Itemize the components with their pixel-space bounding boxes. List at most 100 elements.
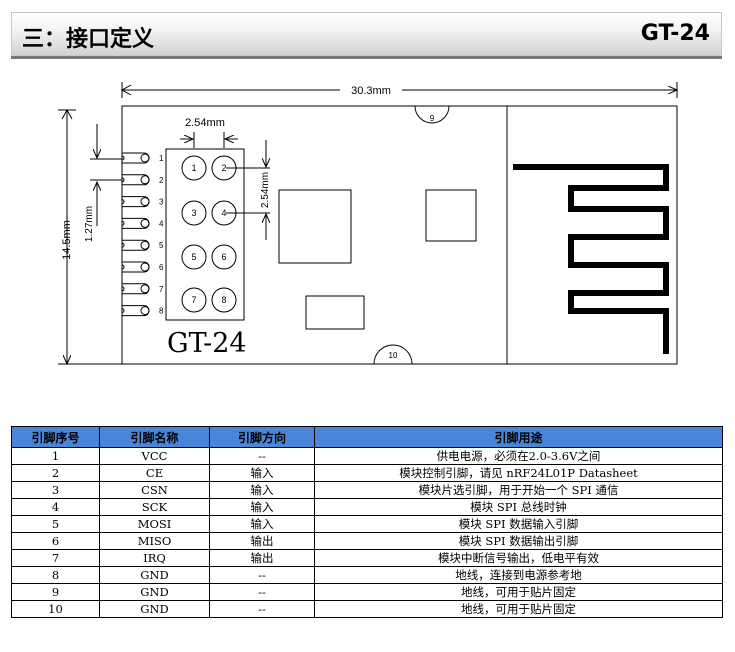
title-underline	[11, 56, 722, 59]
edge-pad-via	[140, 153, 150, 163]
module-outline	[121, 105, 678, 365]
board-label: GT-24	[167, 328, 247, 359]
pin-header-outline	[165, 148, 245, 321]
header-pin	[211, 155, 237, 181]
pin-direction-cell: --	[209, 600, 315, 618]
pin-direction-cell: 输入	[209, 464, 315, 482]
edge-castellations: 1 2 3 4 5 6 7 8	[121, 152, 164, 317]
col-header-direction: 引脚方向	[209, 426, 315, 448]
pin-direction-cell: --	[209, 583, 315, 601]
edge-pad-via	[140, 284, 150, 294]
header-pin	[211, 287, 237, 313]
edge-pin-label: 6	[159, 263, 164, 272]
pin-name-cell: MOSI	[99, 515, 210, 533]
pin-usage-cell: 模块 SPI 数据输入引脚	[314, 515, 723, 533]
edge-pad-via	[140, 197, 150, 207]
header-pin	[211, 200, 237, 226]
header-pin-label: 7	[191, 295, 196, 305]
pin-number-cell: 6	[11, 532, 100, 550]
pin-name-cell: GND	[99, 600, 210, 618]
edge-pin-label: 1	[159, 154, 164, 163]
header-pin-label: 2	[221, 163, 226, 173]
pin-usage-cell: 地线，可用于贴片固定	[314, 600, 723, 618]
pin-usage-cell: 模块片选引脚，用于开始一个 SPI 通信	[314, 481, 723, 499]
chip-regulator	[305, 295, 365, 330]
header-pin-label: 6	[221, 252, 226, 262]
pin-number-cell: 4	[11, 498, 100, 516]
header-pin-label: 4	[221, 208, 226, 218]
pin-name-cell: SCK	[99, 498, 210, 516]
pin-usage-cell: 模块 SPI 总线时钟	[314, 498, 723, 516]
pin-direction-cell: 输出	[209, 532, 315, 550]
pin-usage-cell: 地线，可用于贴片固定	[314, 583, 723, 601]
pin-number-cell: 5	[11, 515, 100, 533]
edge-pad-notch	[121, 155, 125, 161]
col-header-number: 引脚序号	[11, 426, 100, 448]
pin-usage-cell: 模块中断信号输出，低电平有效	[314, 549, 723, 567]
pin-name-cell: CE	[99, 464, 210, 482]
mount-hole-9	[414, 105, 450, 124]
pin-usage-cell: 模块 SPI 数据输出引脚	[314, 532, 723, 550]
header-pin	[181, 200, 207, 226]
header-pitch-label-v: 2.54mm	[260, 172, 271, 208]
pin-direction-cell: 输入	[209, 481, 315, 499]
pin-direction-cell: --	[209, 566, 315, 584]
chip-main	[278, 189, 352, 264]
edge-pad-via	[140, 240, 150, 250]
section-title: 三：接口定义	[22, 27, 155, 52]
edge-pad-notch	[121, 286, 125, 292]
pcb-antenna	[513, 164, 669, 354]
mount-hole-10	[373, 344, 413, 365]
pin-usage-cell: 模块控制引脚，请见 nRF24L01P Datasheet	[314, 464, 723, 482]
header-pin	[181, 155, 207, 181]
header-pin	[181, 287, 207, 313]
pin-name-cell: MISO	[99, 532, 210, 550]
header-pin-label: 3	[191, 208, 196, 218]
pin-name-cell: IRQ	[99, 549, 210, 567]
hole-label-9: 9	[430, 114, 435, 123]
pin-usage-cell: 地线，连接到电源参考地	[314, 566, 723, 584]
pin-name-cell: GND	[99, 583, 210, 601]
col-header-name: 引脚名称	[99, 426, 210, 448]
edge-pad-notch	[121, 220, 125, 226]
edge-pad-via	[140, 218, 150, 228]
edge-pad-notch	[121, 242, 125, 248]
header-pin-label: 8	[221, 295, 226, 305]
header-pin	[181, 244, 207, 270]
pin-usage-cell: 供电电源，必须在2.0-3.6V之间	[314, 447, 723, 465]
pin-direction-cell: 输入	[209, 515, 315, 533]
edge-pad-via	[140, 306, 150, 316]
pin-name-cell: GND	[99, 566, 210, 584]
edge-pad-via	[140, 262, 150, 272]
pin-name-cell: VCC	[99, 447, 210, 465]
edge-pin-label: 5	[159, 241, 164, 250]
edge-pad-via	[140, 175, 150, 185]
pin-direction-cell: 输出	[209, 549, 315, 567]
edge-pin-label: 2	[159, 176, 164, 185]
pin-number-cell: 7	[11, 549, 100, 567]
pin-direction-cell: --	[209, 447, 315, 465]
hole-label-10: 10	[389, 351, 398, 360]
edge-pin-label: 4	[159, 219, 164, 228]
title-bar: 三：接口定义 GT-24	[11, 12, 722, 56]
header-pitch-label-h: 2.54mm	[185, 117, 225, 129]
pin-direction-cell: 输入	[209, 498, 315, 516]
pin-number-cell: 3	[11, 481, 100, 499]
edge-pin-label: 8	[159, 307, 164, 316]
edge-pin-label: 3	[159, 198, 164, 207]
model-name: GT-24	[640, 21, 710, 46]
edge-pin-label: 7	[159, 285, 164, 294]
table-header-row: 引脚序号 引脚名称 引脚方向 引脚用途	[11, 426, 723, 448]
pin-number-cell: 2	[11, 464, 100, 482]
